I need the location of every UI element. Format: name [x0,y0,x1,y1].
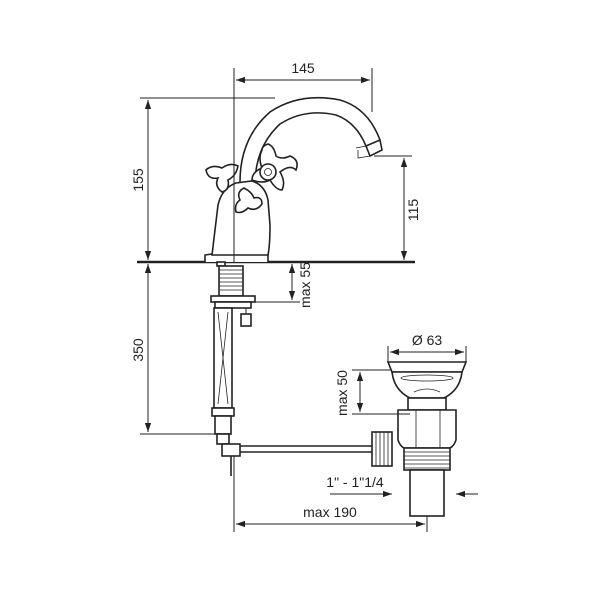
label-drain-max-thickness: max 50 [334,370,350,416]
pop-up-linkage [240,431,393,467]
faucet-body [204,96,383,262]
dimension-spout-height: 115 [374,155,421,260]
label-thread: 1" - 1"1/4 [326,474,384,490]
cross-handle-front [251,143,298,191]
label-max-thickness: max 55 [297,262,313,308]
dimension-drain-diameter: Ø 63 [387,332,467,362]
label-hose-length: 350 [130,338,146,362]
dimension-hose-length: 350 [130,264,215,435]
label-spout-reach: 145 [291,60,315,76]
mounting-shank [210,261,256,476]
label-drain-diameter: Ø 63 [412,332,443,348]
label-total-height: 155 [130,168,146,192]
dimension-thread: 1" - 1"1/4 [326,474,478,498]
dimension-max-thickness: max 55 [255,262,313,308]
dimension-drain-max-thickness: max 50 [334,369,410,416]
dimension-total-height: 155 [130,97,275,260]
cross-handle-back [205,163,263,214]
dimension-max-distance: max 190 [233,456,428,532]
drain-assembly [386,361,468,517]
label-spout-height: 115 [405,199,421,222]
label-max-distance: max 190 [303,504,357,520]
dimension-spout-reach: 145 [233,60,373,262]
